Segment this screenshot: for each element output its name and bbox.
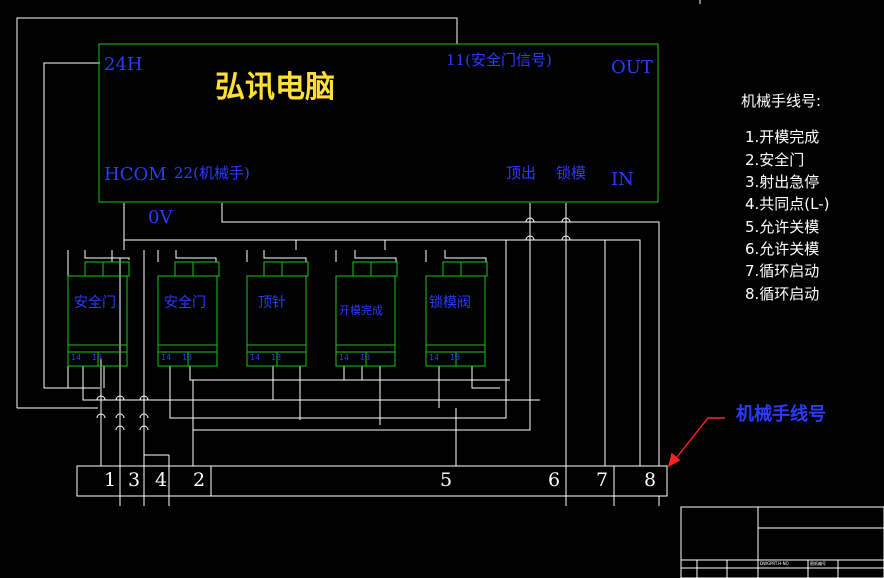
terminal-label: 3 xyxy=(128,469,141,491)
pc-24h-label: 24H xyxy=(104,54,143,75)
relay-2-shape xyxy=(157,261,220,367)
relay-2-label: 安全门 xyxy=(164,295,206,311)
terminal-label: 1 xyxy=(104,469,117,491)
relay-4-label: 开模完成 xyxy=(339,304,383,317)
pc-0v-label: 0V xyxy=(148,207,173,228)
pc-hcom-label: HCOM xyxy=(104,164,167,185)
relay-5-pin-a: 14 xyxy=(429,353,440,362)
relay-1-shape xyxy=(67,261,130,367)
relays xyxy=(67,261,488,367)
relay-4-pin-a: 14 xyxy=(339,353,350,362)
title-block-cell-b: PRT.H-NO xyxy=(770,561,789,566)
legend-item: 2.安全门 xyxy=(745,151,805,169)
pc-title: 弘讯电脑 xyxy=(215,70,335,105)
terminal-label: 4 xyxy=(155,469,168,491)
legend-item: 1.开模完成 xyxy=(745,128,820,146)
pc-box xyxy=(98,43,659,203)
pc-ejector-label: 顶出 xyxy=(506,164,537,182)
relay-4-shape xyxy=(335,261,398,367)
relay-3-shape xyxy=(246,261,309,367)
legend-item: 5.允许关模 xyxy=(745,218,820,236)
pc-lock-label: 锁模 xyxy=(556,164,587,182)
terminal-dashes xyxy=(213,465,540,497)
wires xyxy=(16,17,660,466)
legend-item: 7.循环启动 xyxy=(745,262,820,280)
terminal-label: 5 xyxy=(440,469,453,491)
arrow-icon xyxy=(667,417,725,468)
legend-item: 4.共同点(L-) xyxy=(745,195,830,213)
pc-out-label: OUT xyxy=(611,57,653,78)
legend-item: 3.射出急停 xyxy=(745,173,820,191)
relay-3-pin-a: 14 xyxy=(250,353,261,362)
title-block xyxy=(680,506,884,578)
relay-2-pin-b: 13 xyxy=(182,353,193,362)
relay-1-label: 安全门 xyxy=(74,295,116,311)
relay-4-pin-b: 13 xyxy=(360,353,371,362)
relay-3-pin-b: 13 xyxy=(271,353,282,362)
terminal-label: 2 xyxy=(193,469,206,491)
terminal-label: 8 xyxy=(644,469,657,491)
pc-22-label: 22(机械手) xyxy=(174,164,250,182)
relay-1-pin-b: 13 xyxy=(92,353,103,362)
wire-hops xyxy=(96,217,571,431)
relay-5-shape xyxy=(425,261,488,367)
legend-title: 机械手线号: xyxy=(741,92,822,110)
relay-5-pin-b: 13 xyxy=(450,353,461,362)
terminal-label: 6 xyxy=(548,469,561,491)
legend-item: 6.允许关模 xyxy=(745,240,820,258)
pc-11-label: 11(安全门信号) xyxy=(446,51,552,69)
legend-item: 8.循环启动 xyxy=(745,285,820,303)
title-block-cell-a: DWG xyxy=(760,561,771,566)
relay-3-label: 顶针 xyxy=(258,295,286,311)
terminal-label: 7 xyxy=(596,469,609,491)
relay-5-label: 锁模阀 xyxy=(429,295,471,311)
title-block-cell-c: 图纸编号 xyxy=(810,561,826,566)
relay-2-pin-a: 14 xyxy=(161,353,172,362)
arrow-label: 机械手线号 xyxy=(736,404,826,425)
pc-in-label: IN xyxy=(611,169,634,190)
relay-1-pin-a: 14 xyxy=(71,353,82,362)
